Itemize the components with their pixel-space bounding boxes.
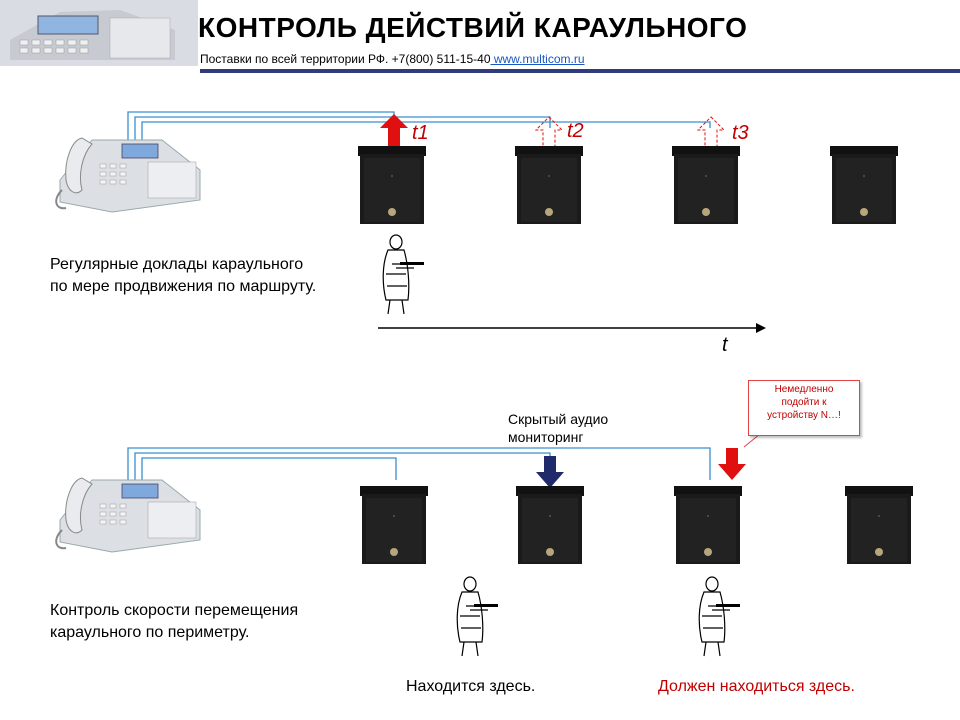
header-phone-thumbnail — [0, 0, 198, 66]
scene1-caption-line1: Регулярные доклады караульного — [50, 256, 304, 273]
callout-line1: Немедленно — [774, 384, 834, 395]
guard-soldier-icon — [456, 576, 498, 657]
monitoring-label-line1: Скрытый аудио — [508, 411, 609, 427]
arrow-up-icon — [380, 114, 408, 148]
intercom-box-icon — [516, 486, 584, 564]
monitoring-label-line2: мониторинг — [508, 429, 584, 445]
time-axis-label: t — [722, 334, 728, 356]
alert-callout: Немедленно подойти к устройству N…! — [748, 380, 860, 436]
intercom-box-icon — [845, 486, 913, 564]
time-label-t3: t3 — [732, 122, 749, 144]
subtitle-contacts: Поставки по всей территории РФ. +7(800) … — [200, 52, 491, 66]
header-divider — [200, 69, 960, 73]
time-label-t1: t1 — [412, 122, 429, 144]
intercom-box-icon — [674, 486, 742, 564]
phone-console-icon — [55, 477, 201, 553]
website-link[interactable]: www.multicom.ru — [490, 52, 585, 66]
page-subtitle: Поставки по всей территории РФ. +7(800) … — [200, 52, 585, 66]
should-be-here-label: Должен находиться здесь. — [658, 678, 855, 695]
intercom-box-icon — [358, 146, 426, 224]
here-label: Находится здесь. — [406, 678, 536, 695]
page-title: КОНТРОЛЬ ДЕЙСТВИЙ КАРАУЛЬНОГО — [198, 12, 748, 43]
callout-line3: устройству N…! — [767, 410, 841, 421]
scene2-caption: Контроль скорости перемещения караульног… — [50, 600, 298, 644]
scene2-caption-line2: караульного по периметру. — [50, 624, 250, 641]
intercom-box-icon — [830, 146, 898, 224]
intercom-box-icon — [515, 146, 583, 224]
callout-line2: подойти к — [781, 397, 827, 408]
guard-soldier-icon — [382, 234, 424, 315]
guard-soldier-icon — [698, 576, 740, 657]
arrow-up-icon — [535, 116, 563, 150]
scene2-caption-line1: Контроль скорости перемещения — [50, 602, 299, 619]
phone-console-icon — [55, 137, 201, 213]
arrow-down-icon — [536, 456, 564, 488]
monitoring-label: Скрытый аудио мониторинг — [508, 410, 608, 446]
scene1-caption-line2: по мере продвижения по маршруту. — [50, 278, 317, 295]
scene1-caption: Регулярные доклады караульного по мере п… — [50, 254, 316, 298]
arrow-up-icon — [697, 116, 725, 150]
intercom-box-icon — [672, 146, 740, 224]
time-label-t2: t2 — [567, 120, 584, 142]
arrow-down-icon — [718, 448, 746, 480]
intercom-box-icon — [360, 486, 428, 564]
